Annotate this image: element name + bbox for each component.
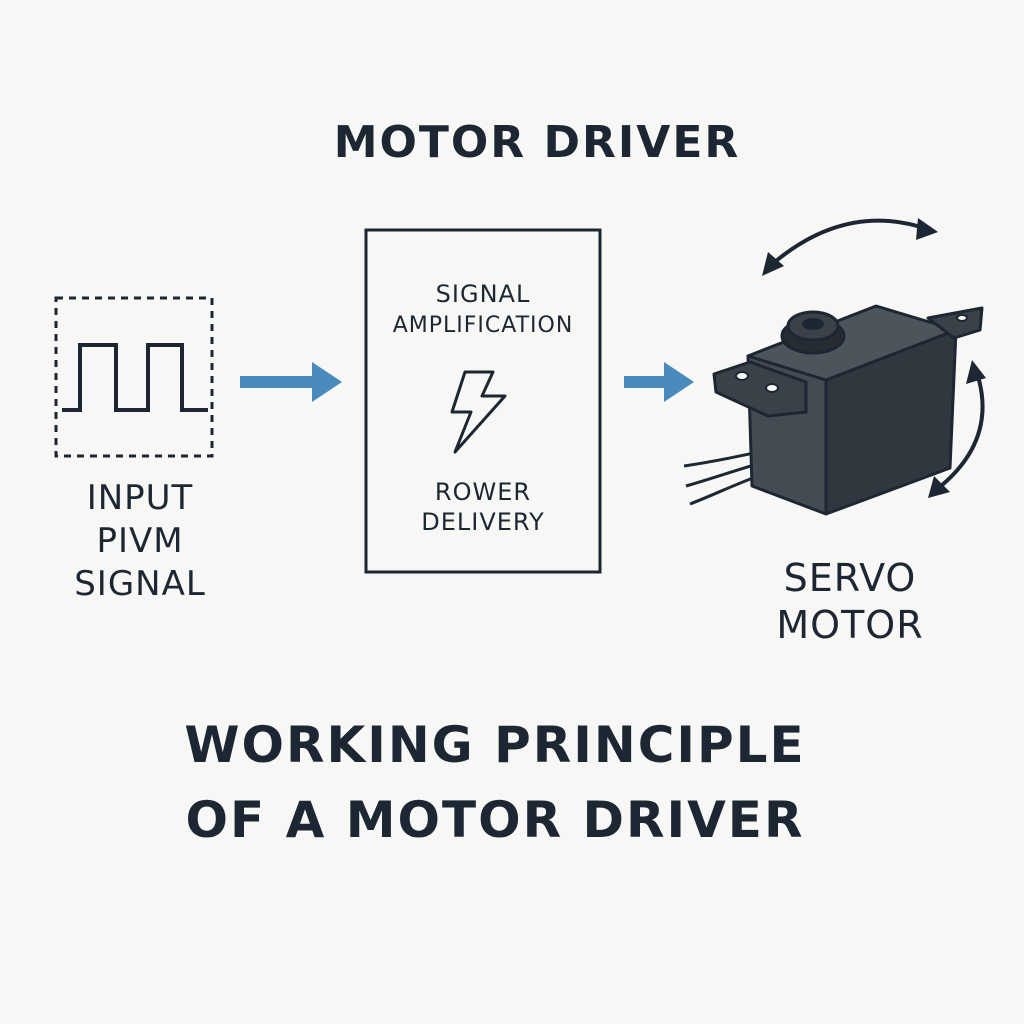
driver-label-delivery: DELIVERY [421,508,545,536]
lightning-bolt-icon [450,370,507,454]
diagram-header: MOTOR DRIVER [333,117,741,168]
rotation-arrow-right-icon [928,360,986,498]
pwm-wave-icon [62,343,208,412]
driver-label-signal: SIGNAL [435,280,531,308]
arrow-input-to-driver [240,362,342,402]
servo-label-line1: SERVO [783,556,917,600]
input-signal-frame [54,296,214,458]
servo-label-line2: MOTOR [776,603,924,647]
footer-title-line1: WORKING PRINCIPLE [184,716,806,774]
driver-label-amplification: AMPLIFICATION [392,313,574,338]
driver-label-power: ROWER [434,478,532,506]
input-label-line2: PIVM [96,521,184,561]
input-label-line3: SIGNAL [74,564,206,604]
driver-box [364,228,602,574]
rotation-arrow-top-icon [762,218,938,276]
arrow-driver-to-servo [624,362,694,402]
input-label-line1: INPUT [86,478,194,518]
footer-title-line2: OF A MOTOR DRIVER [185,791,805,849]
servo-motor-icon [683,304,984,516]
